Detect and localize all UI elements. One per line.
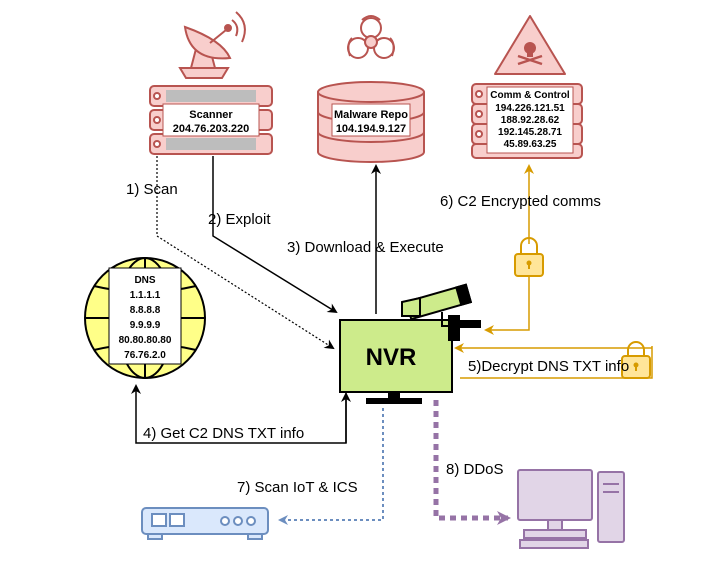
dns-server: 8.8.8.8 <box>130 305 161 316</box>
malware-repo-ip: 104.194.9.127 <box>336 123 406 135</box>
c2-comms-line <box>484 276 530 335</box>
nvr-title: NVR <box>366 344 417 371</box>
dns-server: 80.80.80.80 <box>119 335 172 346</box>
dns-server: 76.76.2.0 <box>124 350 166 361</box>
satellite-dish-icon <box>178 11 246 79</box>
nvr-monitor <box>339 319 453 404</box>
exploit-arrow <box>212 156 338 314</box>
edge-label-download: 3) Download & Execute <box>287 239 444 256</box>
edge-label-scan: 1) Scan <box>126 181 178 198</box>
edge-label-ddos: 8) DDoS <box>446 461 504 478</box>
decrypt-arrow <box>460 346 653 379</box>
dns-server: 1.1.1.1 <box>130 290 161 301</box>
scanner-title: Scanner <box>189 109 233 121</box>
lock-icon <box>514 237 544 277</box>
security-camera-icon <box>401 283 481 341</box>
dns-server: 9.9.9.9 <box>130 320 161 331</box>
scanner-server <box>149 85 273 155</box>
edge-label-c2-comms: 6) C2 Encrypted comms <box>440 193 601 210</box>
warning-skull-icon <box>494 15 566 75</box>
malware-repo-database <box>317 81 425 163</box>
c2-ip: 192.145.28.71 <box>498 127 562 138</box>
lock-icon <box>621 341 651 379</box>
scan-iot-arrow <box>278 408 384 525</box>
c2-ip: 194.226.121.51 <box>495 103 565 114</box>
dns-globe <box>84 257 206 379</box>
malware-repo-title: Malware Repo <box>334 109 408 121</box>
biohazard-icon <box>347 15 395 59</box>
edge-label-exploit: 2) Exploit <box>208 211 271 228</box>
edge-label-dns-txt: 4) Get C2 DNS TXT info <box>143 425 304 442</box>
iot-device <box>141 507 269 540</box>
edge-label-scan-iot: 7) Scan IoT & ICS <box>237 479 358 496</box>
c2-server <box>471 83 583 159</box>
scanner-ip: 204.76.203.220 <box>173 123 249 135</box>
c2-ip: 188.92.28.62 <box>501 115 560 126</box>
dns-title: DNS <box>134 275 155 286</box>
ddos-arrow <box>433 400 511 525</box>
c2-title: Comm & Control <box>490 90 570 101</box>
scan-arrow <box>156 156 335 350</box>
desktop-pc-icon <box>517 469 625 549</box>
c2-ip: 45.89.63.25 <box>504 139 557 150</box>
edge-label-decrypt: 5)Decrypt DNS TXT info <box>468 358 629 375</box>
